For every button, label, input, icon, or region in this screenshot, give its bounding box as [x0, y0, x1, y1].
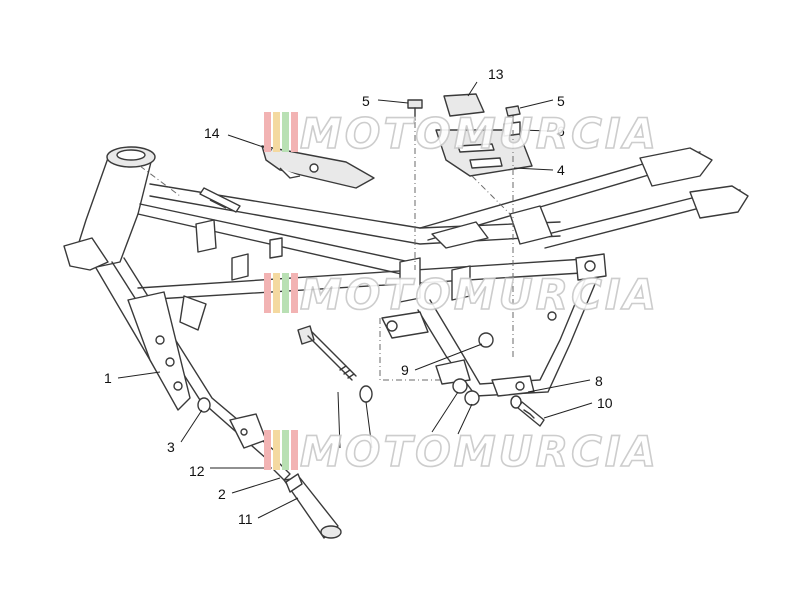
- callout-14: 14: [204, 125, 220, 141]
- part-5-screws: [407, 99, 521, 129]
- callout-4: 4: [557, 162, 565, 178]
- part-6-spacer: [503, 121, 521, 137]
- callout-13: 13: [488, 66, 504, 82]
- left-lug-plate: [127, 291, 191, 411]
- part-14-cover-plate: [261, 145, 375, 189]
- callouts: 13 5 5 14 6 4 1 9 8 10 3 12 2 11: [104, 66, 613, 527]
- watermark-text: MOTOMURCIA: [300, 270, 659, 319]
- watermark-top: MOTOMURCIA: [264, 108, 659, 159]
- watermark-middle: MOTOMURCIA: [264, 269, 659, 320]
- callout-6: 6: [557, 123, 565, 139]
- watermark-text: MOTOMURCIA: [300, 427, 659, 476]
- callout-2: 2: [218, 486, 226, 502]
- callout-10: 10: [597, 395, 613, 411]
- long-bolt: [297, 325, 373, 403]
- assembly-axis-lines: [139, 122, 514, 381]
- watermark-bottom: MOTOMURCIA: [264, 426, 659, 477]
- callout-9: 9: [401, 362, 409, 378]
- part-13-pad: [443, 93, 485, 117]
- watermark-text: MOTOMURCIA: [300, 109, 659, 158]
- fasteners-lower: [197, 332, 545, 427]
- callout-5-right: 5: [557, 93, 565, 109]
- callout-11: 11: [238, 511, 253, 527]
- callout-1: 1: [104, 370, 112, 386]
- callout-5-left: 5: [362, 93, 370, 109]
- callout-8: 8: [595, 373, 603, 389]
- callout-12: 12: [189, 463, 205, 479]
- part-4-bracket: [435, 129, 533, 177]
- callout-3: 3: [167, 439, 175, 455]
- leader-lines: [117, 81, 593, 519]
